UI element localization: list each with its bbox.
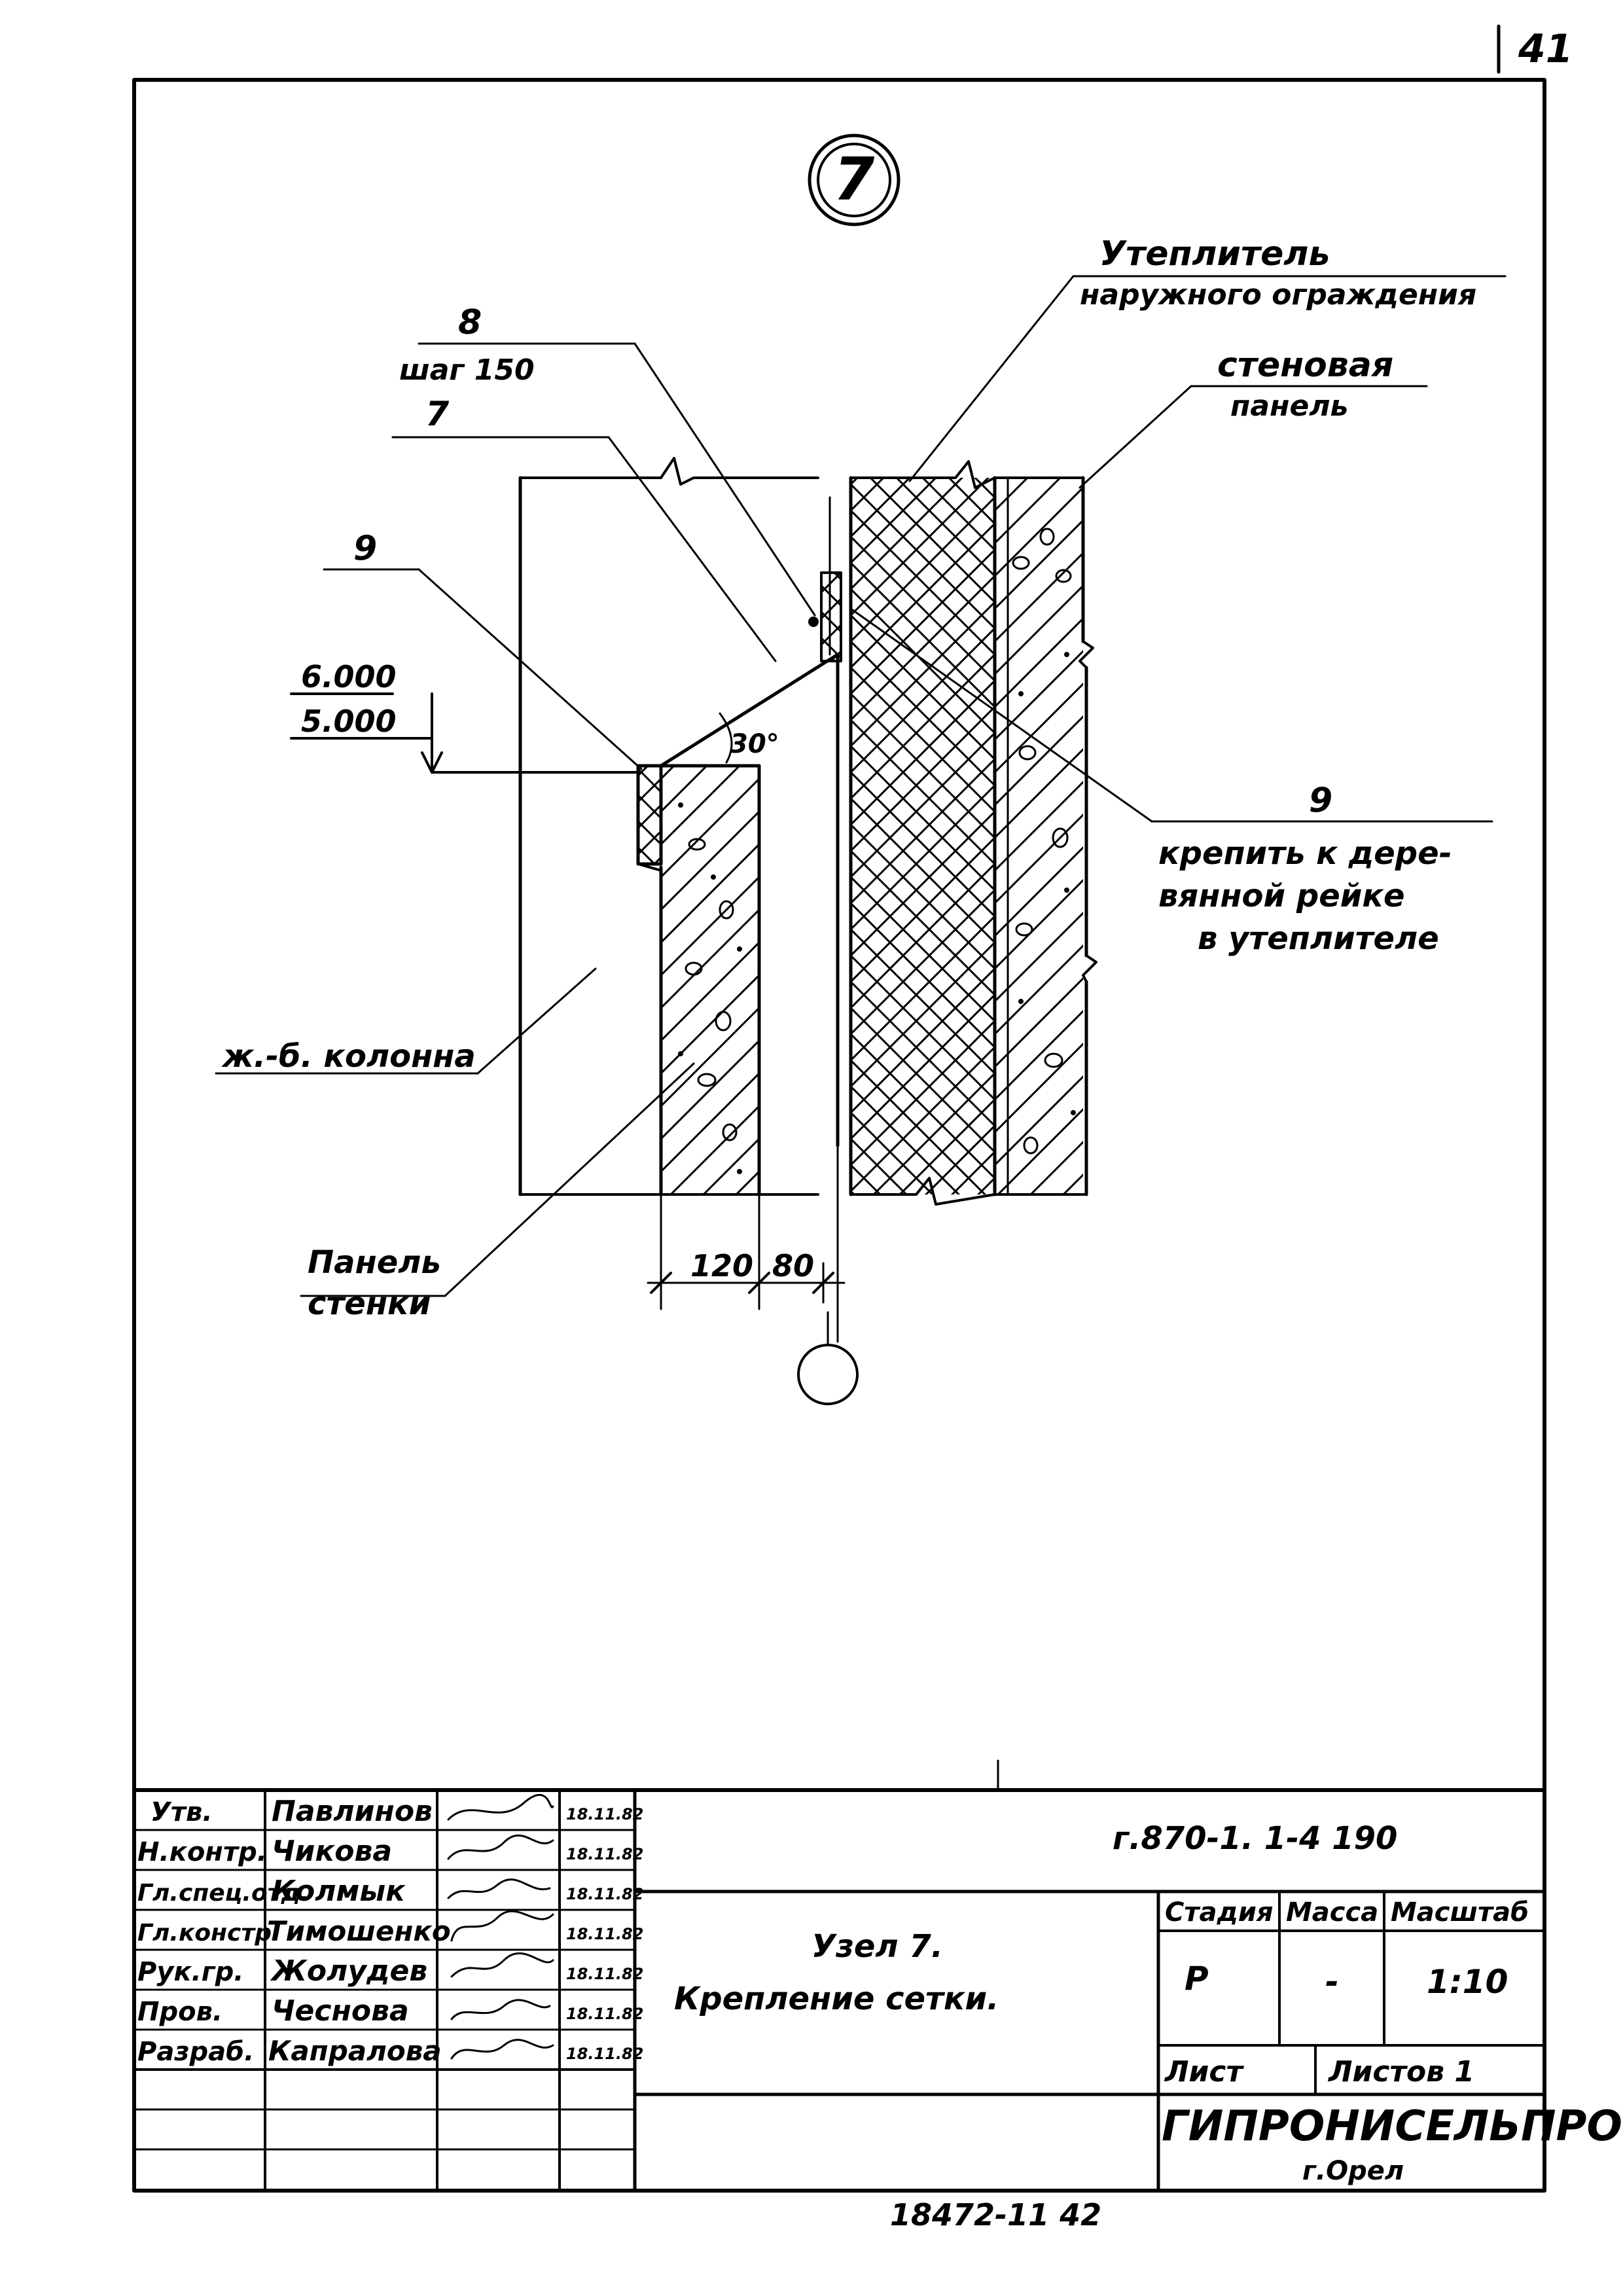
- sig-role-4: Гл.констр.: [137, 1920, 281, 1946]
- label-pos7: 7: [425, 395, 450, 434]
- sig-role-5: Рук.гр.: [137, 1957, 243, 1987]
- signature-row-6: Пров. Чеснова 18.11.82: [137, 1994, 643, 2028]
- sheet-number: 41: [1518, 26, 1573, 72]
- signature-row-2: Н.контр. Чикова 18.11.82: [137, 1834, 643, 1868]
- wall-panel-small: [659, 764, 761, 1196]
- label-level-top: 6.000: [301, 659, 397, 694]
- label-pos8: 8: [458, 303, 482, 342]
- drawing-title-1: Узел 7.: [812, 1928, 943, 1965]
- label-pos8-step: шаг 150: [399, 353, 535, 387]
- signature-mark-1: [447, 1793, 554, 1821]
- stage-value: Р: [1185, 1960, 1209, 1998]
- signature-mark-2: [447, 1834, 554, 1860]
- sig-name-7: Капралова: [268, 2035, 442, 2067]
- signature-row-4: Гл.констр. Тимошенко 18.11.82: [137, 1910, 643, 1947]
- wooden-strip-left: [636, 764, 663, 872]
- label-wall-panel-2: панель: [1230, 389, 1348, 423]
- sig-date-1: 18.11.82: [566, 1805, 643, 1823]
- fixing-plate: [808, 571, 842, 662]
- label-wall-panel-1: стеновая: [1217, 346, 1393, 385]
- sig-name-4: Тимошенко: [267, 1915, 451, 1947]
- signature-mark-3: [447, 1878, 551, 1899]
- signature-mark-4: [450, 1910, 554, 1942]
- signature-mark-5: [450, 1952, 554, 1978]
- document-code: г.870-1. 1-4 190: [1113, 1820, 1397, 1857]
- dimension-line: [647, 1193, 846, 1310]
- sheet-label: Лист: [1164, 2055, 1244, 2089]
- label-pos9-left: 9: [353, 529, 377, 568]
- label-dim-80: 80: [772, 1248, 814, 1283]
- label-dim-120: 120: [690, 1248, 753, 1283]
- sig-name-1: Павлинов: [272, 1795, 433, 1828]
- label-fix-note-2: вянной рейке: [1158, 878, 1405, 914]
- sig-role-3: Гл.спец.отд.: [137, 1880, 309, 1907]
- leader-lines: [215, 275, 1507, 1297]
- signature-row-7: Разраб. Капралова 18.11.82: [137, 2035, 643, 2067]
- label-insulation-1: Утеплитель: [1099, 234, 1330, 274]
- sig-date-3: 18.11.82: [566, 1885, 643, 1903]
- sig-date-4: 18.11.82: [566, 1925, 643, 1943]
- sig-name-2: Чикова: [272, 1835, 392, 1868]
- bottom-code: 18472-11 42: [890, 2197, 1101, 2233]
- scale-label: Масштаб: [1391, 1897, 1529, 1928]
- sig-name-3: Колмык: [272, 1874, 406, 1908]
- sig-role-6: Пров.: [137, 1997, 223, 2027]
- sig-role-7: Разраб.: [137, 2037, 254, 2067]
- wall-panel-right: [993, 476, 1097, 1196]
- signature-mark-7: [450, 2039, 554, 2060]
- sig-name-5: Жолудев: [270, 1954, 427, 1988]
- scale-value: 1:10: [1427, 1963, 1508, 2001]
- organization: ГИПРОНИСЕЛЬПРОМ: [1162, 2102, 1623, 2151]
- axis-marker: [797, 1344, 859, 1405]
- sig-role-1: Утв.: [151, 1797, 213, 1827]
- signature-row-5: Рук.гр. Жолудев 18.11.82: [137, 1952, 643, 1988]
- sheets-label: Листов 1: [1327, 2055, 1474, 2089]
- label-column: ж.-б. колонна: [221, 1038, 476, 1075]
- sig-date-2: 18.11.82: [566, 1845, 643, 1863]
- sig-name-6: Чеснова: [272, 1994, 409, 2028]
- label-pos9-right: 9: [1309, 781, 1332, 820]
- title-block: [132, 1759, 1546, 2193]
- label-level-bottom: 5.000: [301, 704, 397, 739]
- signature-mark-6: [450, 1999, 551, 2020]
- drawing-title-2: Крепление сетки.: [674, 1981, 999, 2017]
- signature-row-1: Утв. Павлинов 18.11.82: [151, 1793, 643, 1828]
- angle-arc: [719, 712, 733, 764]
- label-panel-1: Панель: [308, 1244, 441, 1281]
- label-fix-note-3: в утеплителе: [1198, 920, 1439, 957]
- label-fix-note-1: крепить к дере-: [1158, 835, 1452, 872]
- sig-role-2: Н.контр.: [137, 1837, 267, 1867]
- city: г.Орел: [1302, 2156, 1404, 2186]
- stage-label: Стадия: [1165, 1897, 1274, 1928]
- sig-date-6: 18.11.82: [566, 2005, 643, 2023]
- sig-date-5: 18.11.82: [566, 1965, 643, 1983]
- detail-marker-number: 7: [834, 145, 875, 214]
- label-insulation-2: наружного ограждения: [1080, 278, 1476, 312]
- signature-row-3: Гл.спец.отд. Колмык 18.11.82: [137, 1874, 643, 1908]
- level-mark: [290, 692, 639, 774]
- insulation-layer: [849, 460, 997, 1206]
- label-angle: 30°: [730, 729, 779, 759]
- label-panel-2: стенки: [308, 1285, 431, 1322]
- mass-label: Масса: [1286, 1897, 1378, 1928]
- mass-value: -: [1325, 1963, 1339, 2001]
- sig-date-7: 18.11.82: [566, 2045, 643, 2063]
- detail-marker: 7: [808, 134, 901, 226]
- sheet-frame: [132, 78, 1546, 2193]
